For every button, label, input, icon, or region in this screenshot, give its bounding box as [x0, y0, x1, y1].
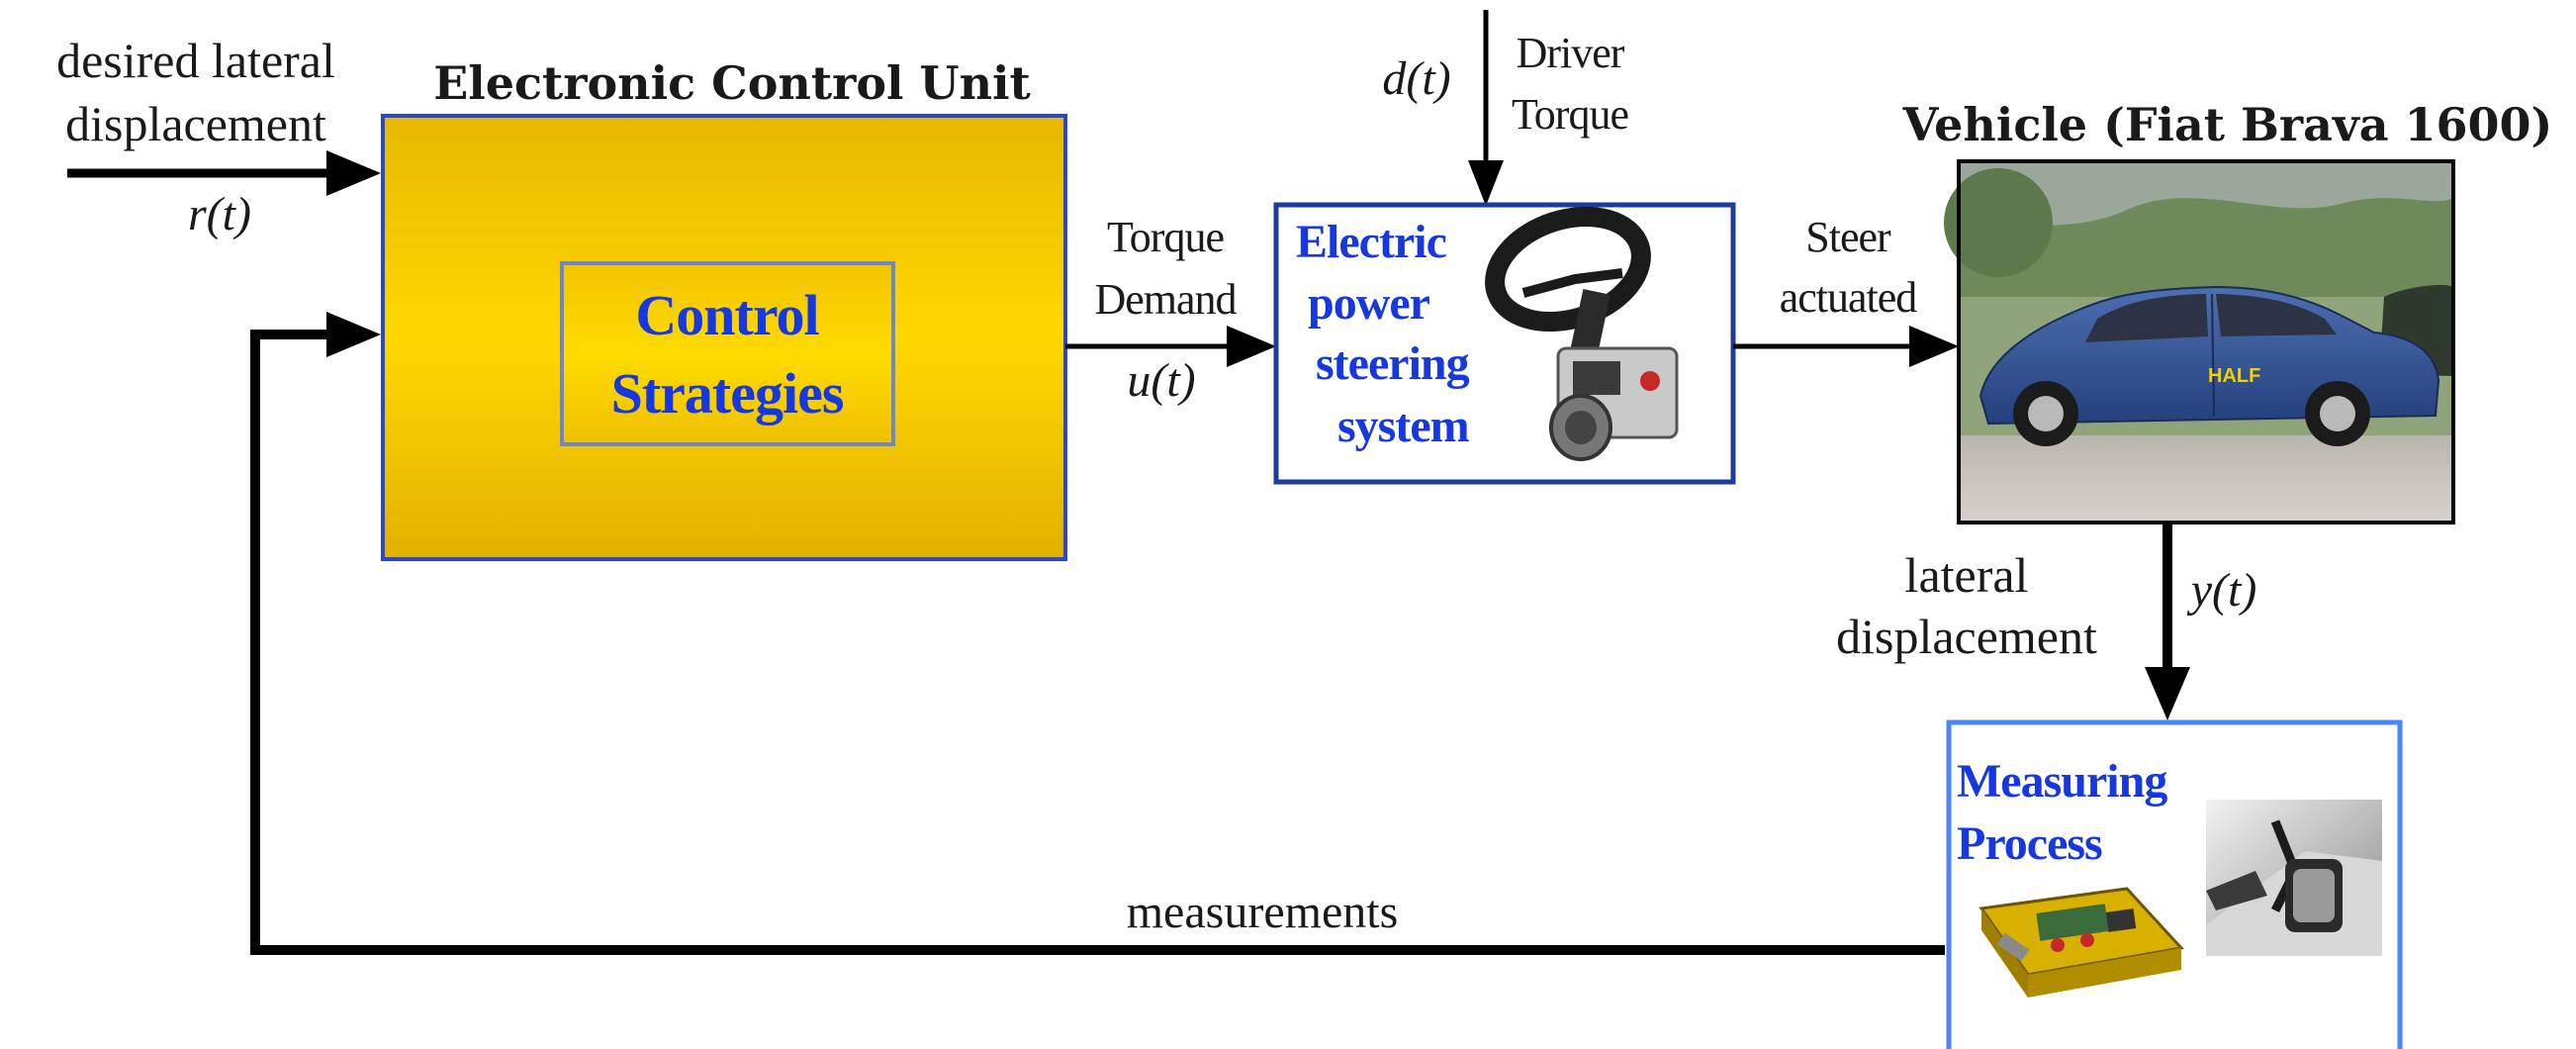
- torque-demand-label-line1: Torque: [1107, 213, 1224, 261]
- desired-input-label-line1: desired lateral: [56, 33, 335, 88]
- output-signal-arrow: [2145, 523, 2190, 720]
- ecu-title: Electronic Control Unit: [433, 56, 1031, 110]
- disturbance-signal-label: d(t): [1382, 52, 1450, 105]
- steer-actuated-arrow: [1733, 326, 1959, 367]
- measuring-process-label-line1: Measuring: [1957, 755, 2167, 808]
- driver-torque-label-line1: Driver: [1517, 29, 1625, 77]
- driver-torque-arrow: [1468, 10, 1504, 206]
- eps-label-line3: steering: [1316, 337, 1470, 390]
- car-door-badge: HALF: [2208, 365, 2260, 387]
- measurements-label: measurements: [1127, 886, 1399, 938]
- eps-label-line2: power: [1308, 277, 1430, 330]
- lateral-displacement-label-line1: lateral: [1905, 547, 2029, 603]
- feedback-path: [250, 312, 1945, 955]
- control-signal-label: u(t): [1127, 354, 1195, 407]
- control-strategies-block: [560, 261, 895, 446]
- vehicle-photo-frame: [1957, 159, 2455, 524]
- eps-label-line4: system: [1337, 400, 1470, 452]
- eps-label-line1: Electric: [1296, 216, 1447, 268]
- vehicle-title: Vehicle (Fiat Brava 1600): [1902, 98, 2553, 151]
- desired-input-label-line2: displacement: [65, 96, 326, 151]
- steer-actuated-label-line1: Steer: [1805, 213, 1891, 261]
- driver-torque-label-line2: Torque: [1512, 90, 1628, 139]
- reference-signal-label: r(t): [188, 188, 251, 240]
- electronic-board-icon: [1978, 887, 2184, 998]
- reference-input-arrow: [67, 150, 381, 196]
- control-strategies-label-line1: Control: [635, 283, 819, 347]
- steering-wheel-with-motor-icon: [1485, 206, 1679, 461]
- control-strategies-label-line2: Strategies: [611, 361, 844, 426]
- steer-actuated-label-line2: actuated: [1780, 273, 1918, 322]
- output-signal-label: y(t): [2186, 564, 2257, 617]
- control-signal-arrow: [1065, 326, 1276, 367]
- measuring-process-label-line2: Process: [1957, 817, 2102, 870]
- blue-hatchback-car-photo: HALF: [1944, 161, 2453, 523]
- lateral-displacement-label-line2: displacement: [1836, 609, 2097, 664]
- windshield-camera-icon: [2206, 800, 2382, 956]
- torque-demand-label-line2: Demand: [1094, 275, 1237, 324]
